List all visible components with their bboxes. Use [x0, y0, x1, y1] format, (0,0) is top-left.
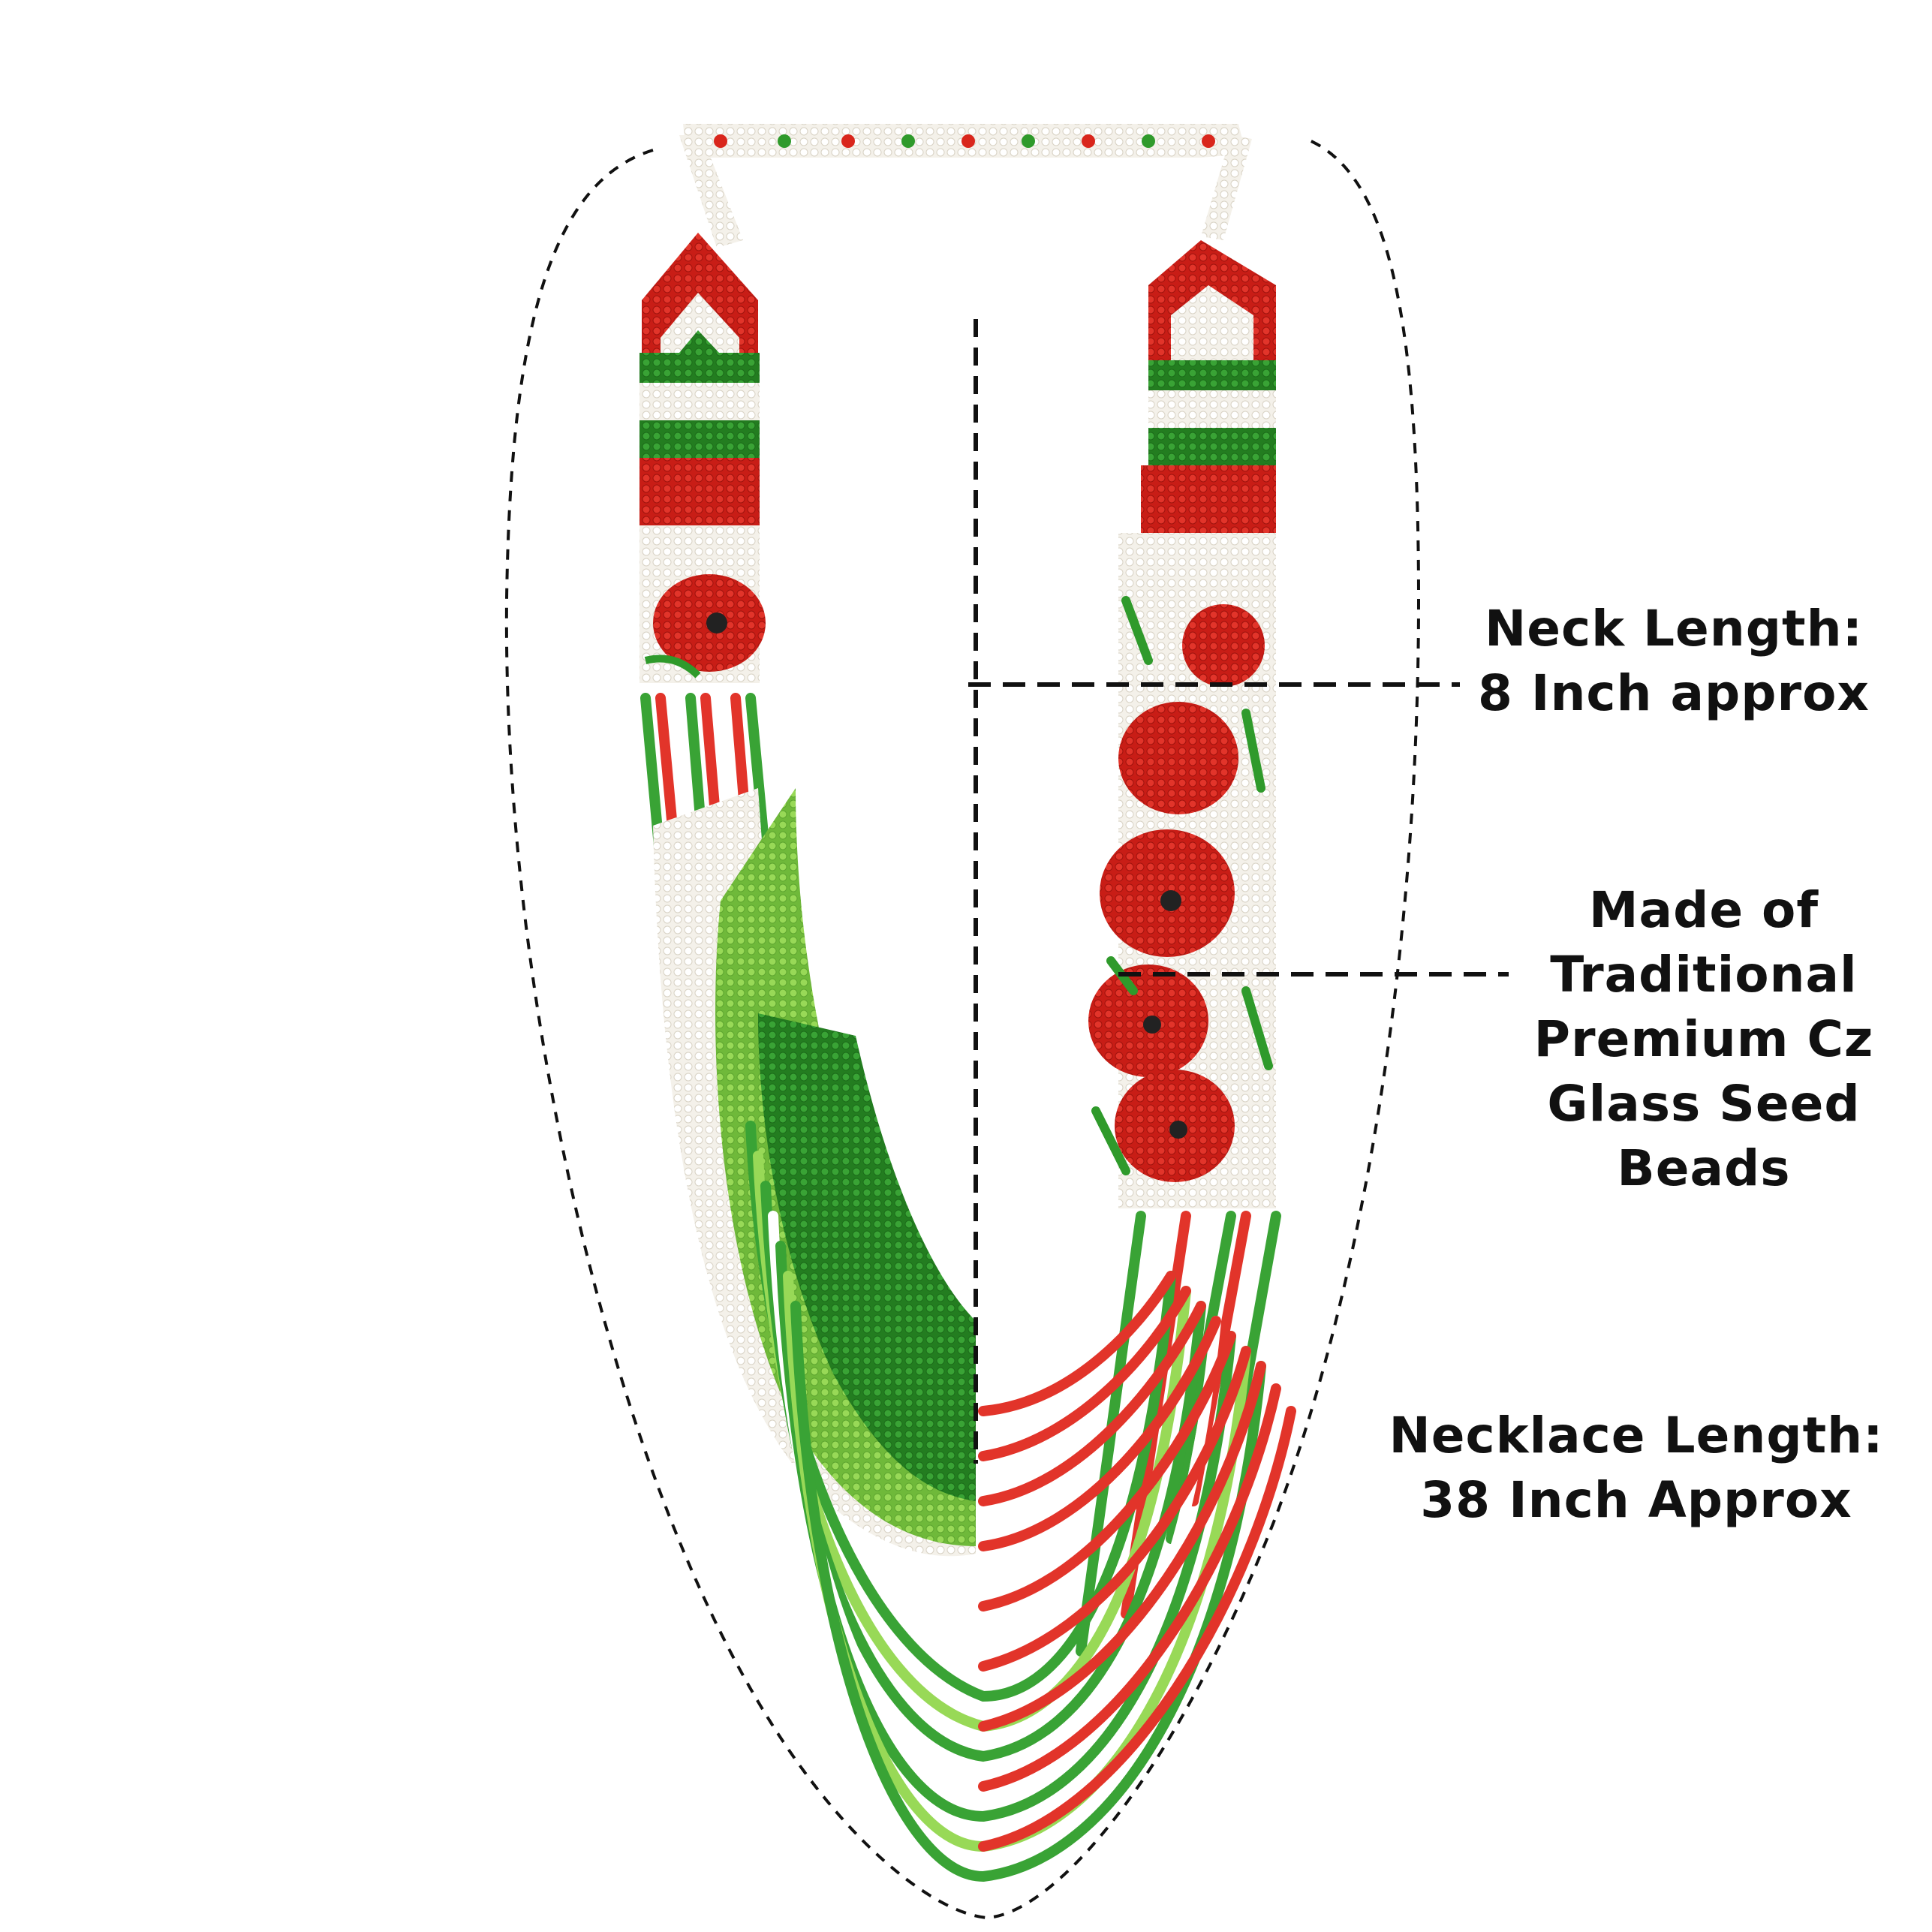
material-line2: Traditional — [1550, 946, 1858, 1004]
neck-length-line2: 8 Inch approx — [1477, 664, 1870, 722]
material-label: Made of Traditional Premium Cz Glass See… — [1471, 878, 1932, 1201]
neck-length-label: Neck Length: 8 Inch approx — [1411, 597, 1932, 726]
neck-strap — [679, 124, 1252, 248]
necklace-length-line1: Necklace Length: — [1389, 1407, 1884, 1464]
necklace-length-line2: 38 Inch Approx — [1420, 1471, 1852, 1529]
material-line5: Beads — [1617, 1139, 1791, 1197]
left-panel — [639, 233, 976, 1557]
necklace-outline-dashed — [504, 137, 1421, 1920]
material-line3: Premium Cz — [1533, 1010, 1874, 1068]
bead-loops-red — [978, 1271, 1296, 1852]
necklace-length-label: Necklace Length: 38 Inch Approx — [1351, 1404, 1921, 1533]
material-line1: Made of — [1588, 881, 1819, 939]
neck-length-line1: Neck Length: — [1485, 600, 1863, 658]
material-line4: Glass Seed — [1547, 1075, 1861, 1133]
